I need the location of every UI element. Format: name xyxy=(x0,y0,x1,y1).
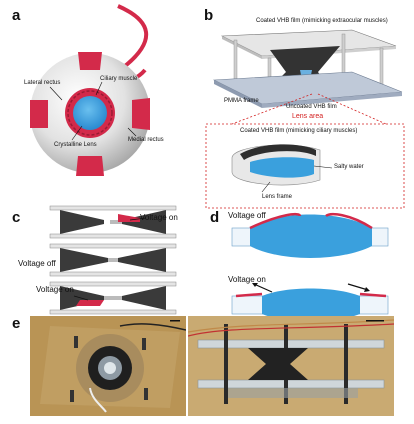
salty-water xyxy=(250,157,314,178)
label-lens-frame: Lens frame xyxy=(262,194,293,200)
hourglass-film-off xyxy=(60,248,166,272)
label-coated-film-ciliary: Coated VHB film (mimicking ciliary muscl… xyxy=(240,128,358,134)
panel-c-letter: c xyxy=(12,209,21,226)
lateral-muscle xyxy=(30,100,48,128)
crystalline-lens xyxy=(73,96,107,130)
medial-muscle xyxy=(132,98,150,130)
label-d-voltage-on: Voltage on xyxy=(228,275,266,284)
label-c-voltage-on-bottom: Voltage on xyxy=(36,285,74,294)
label-crystalline-lens: Crystalline Lens xyxy=(54,142,97,148)
label-coated-film-extraocular: Coated VHB film (mimicking extraocular m… xyxy=(256,18,388,24)
panel-b-letter: b xyxy=(204,7,214,24)
label-pmma-frame: PMMA frame xyxy=(224,98,259,104)
panel-a-letter: a xyxy=(12,7,21,24)
superior-muscle xyxy=(78,52,102,70)
label-medial-rectus: Medial rectus xyxy=(128,137,164,143)
inferior-muscle xyxy=(76,156,104,176)
label-c-voltage-on-top: Voltage on xyxy=(140,213,178,222)
lens-on xyxy=(262,288,360,322)
lens-off xyxy=(250,214,372,258)
panel-d-letter: d xyxy=(210,209,220,226)
label-salty-water: Salty water xyxy=(334,164,364,170)
label-lateral-rectus: Lateral rectus xyxy=(24,80,61,86)
label-d-voltage-off: Voltage off xyxy=(228,211,266,220)
lens-film xyxy=(240,144,316,160)
label-c-voltage-off: Voltage off xyxy=(18,259,56,268)
label-ciliary-muscle: Ciliary muscle xyxy=(100,76,138,82)
device-photo-side xyxy=(188,316,394,416)
lens-area-box xyxy=(205,123,405,209)
panel-e-letter: e xyxy=(12,315,21,332)
label-uncoated-film: Uncoated VHB film xyxy=(286,104,337,110)
device-photo-top xyxy=(30,316,186,416)
label-lens-area: Lens area xyxy=(292,113,324,120)
